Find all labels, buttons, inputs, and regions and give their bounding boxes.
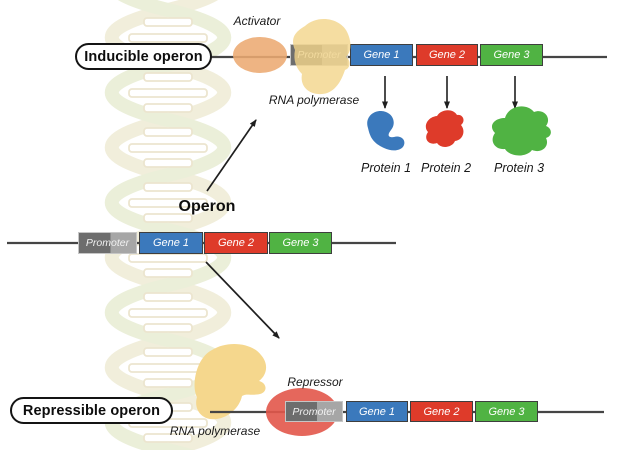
gene-1-box-repressible: Gene 1 (346, 401, 408, 422)
branch-arrow-up (206, 119, 257, 192)
promoter-box-repressible: Promoter (285, 401, 343, 422)
dna-rung (128, 143, 208, 153)
gene-2-box-repressible: Gene 2 (410, 401, 473, 422)
gene-2-box-inducible: Gene 2 (416, 44, 478, 66)
dna-rung (143, 103, 193, 113)
dna-rung (143, 378, 193, 388)
activator-shape (233, 37, 287, 73)
repressible-operon-title-box: Repressible operon (10, 397, 173, 424)
dna-rung (128, 88, 208, 98)
gene-1-box-inducible: Gene 1 (350, 44, 413, 66)
rna-polymerase-shape-bottom (194, 343, 267, 420)
operon-title: Operon (178, 198, 236, 215)
dna-rung (143, 323, 193, 333)
dna-rung (143, 17, 193, 27)
protein-2-shape (425, 110, 464, 147)
inducible-operon-title: Inducible operon (84, 48, 203, 65)
dna-rung (143, 268, 193, 278)
branch-arrow-down (205, 261, 280, 339)
dna-rung (143, 182, 193, 192)
dna-rung (128, 33, 208, 43)
activator-label: Activator (233, 14, 281, 28)
dna-rung (128, 253, 208, 263)
gene-3-box-inducible: Gene 3 (480, 44, 543, 66)
protein-2-label: Protein 2 (420, 161, 472, 175)
gene-3-box-central: Gene 3 (269, 232, 332, 254)
inducible-operon-title-box: Inducible operon (75, 43, 212, 70)
dna-rung (128, 308, 208, 318)
rna-polymerase-label-top: RNA polymerase (268, 93, 360, 107)
repressor-label: Repressor (287, 375, 343, 389)
gene-1-box-central: Gene 1 (139, 232, 203, 254)
repressible-operon-title: Repressible operon (22, 402, 161, 419)
dna-rung (143, 347, 193, 357)
promoter-box-central: Promoter (78, 232, 137, 254)
protein-1-shape (367, 110, 405, 151)
dna-rung (128, 363, 208, 373)
protein-3-label: Protein 3 (493, 161, 545, 175)
dna-rung (143, 72, 193, 82)
dna-rung (143, 292, 193, 302)
protein-1-label: Protein 1 (360, 161, 412, 175)
protein-3-shape (491, 106, 551, 156)
rna-polymerase-label-bottom: RNA polymerase (169, 424, 261, 438)
promoter-box-inducible: Promoter (290, 44, 348, 66)
dna-rung (143, 158, 193, 168)
dna-rung (143, 127, 193, 137)
gene-2-box-central: Gene 2 (204, 232, 268, 254)
gene-3-box-repressible: Gene 3 (475, 401, 538, 422)
